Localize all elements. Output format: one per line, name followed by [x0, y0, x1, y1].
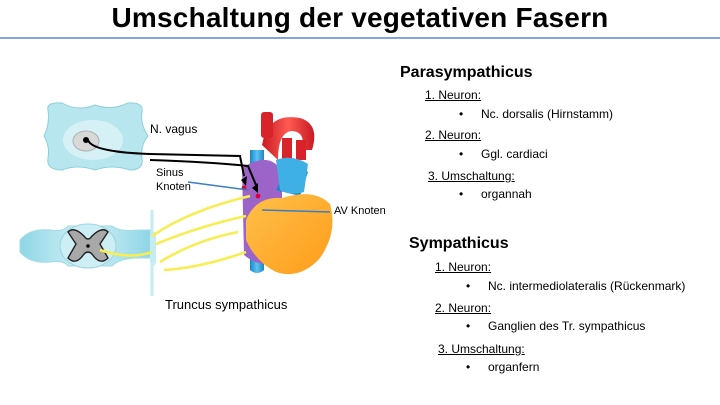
page-title: Umschaltung der vegetativen Fasern [111, 2, 609, 33]
label-sinus-1: Sinus [156, 167, 184, 179]
brainstem-section [43, 102, 149, 171]
label-av-node: AV Knoten [334, 205, 386, 217]
para-neuron1-label: 1. Neuron: [425, 88, 482, 102]
para-switch-label: 3. Umschaltung: [428, 169, 515, 183]
av-leader-line [261, 209, 331, 213]
sinus-leader-line [187, 181, 249, 191]
para-switch-item: organnah [459, 187, 532, 201]
label-sinus-2: Knoten [156, 181, 191, 193]
heart-illustration [242, 112, 333, 275]
vagus-nerve [87, 139, 245, 177]
symp-neuron1-label: 1. Neuron: [435, 260, 492, 274]
para-neuron2-label: 2. Neuron: [425, 128, 482, 142]
symp-neuron2-item: Ganglien des Tr. sympathicus [466, 319, 645, 333]
para-neuron1-item: Nc. dorsalis (Hirnstamm) [459, 107, 613, 121]
label-truncus: Truncus sympathicus [165, 297, 288, 312]
symp-switch-label: 3. Umschaltung: [438, 342, 525, 356]
symp-switch-item: organfern [466, 360, 540, 374]
label-vagus: N. vagus [150, 122, 198, 136]
para-neuron2-item: Ggl. cardiaci [459, 147, 548, 161]
sympathicus-heading: Sympathicus [409, 235, 509, 252]
spinal-cord-section [19, 223, 151, 269]
anatomy-diagram [19, 102, 333, 296]
symp-neuron1-item: Nc. intermediolateralis (Rückenmark) [466, 279, 685, 293]
symp-neuron2-label: 2. Neuron: [435, 301, 492, 315]
parasympathicus-heading: Parasympathicus [400, 64, 533, 81]
sympathetic-fibers [99, 194, 251, 272]
title-divider [0, 37, 720, 39]
